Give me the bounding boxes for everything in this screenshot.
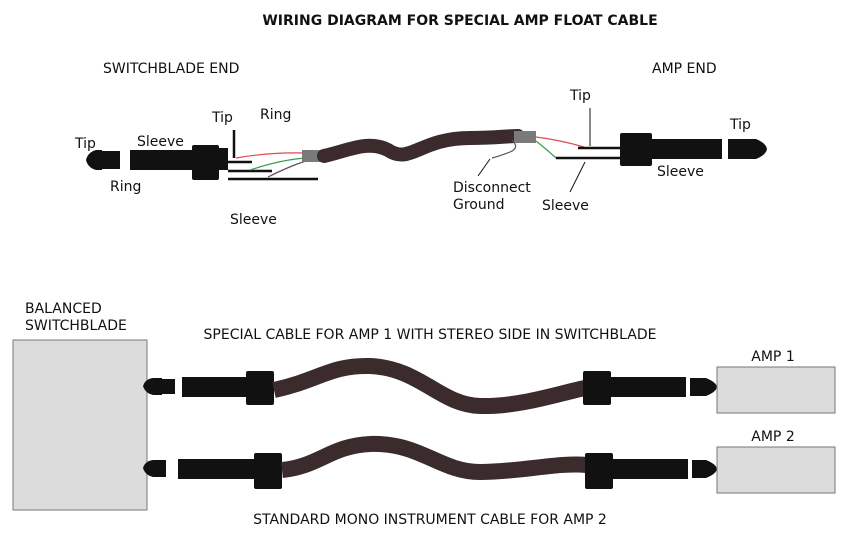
cable1-left-ring bbox=[162, 379, 175, 394]
cable1-right-tip bbox=[690, 378, 717, 396]
right-red-wire bbox=[535, 136, 585, 148]
right-wire-tip-label: Tip bbox=[569, 88, 591, 104]
diagram-title: WIRING DIAGRAM FOR SPECIAL AMP FLOAT CAB… bbox=[262, 13, 657, 29]
left-plug-solder-block bbox=[219, 148, 228, 170]
left-plug-tip-label: Tip bbox=[74, 136, 96, 152]
cable2-right-collar bbox=[585, 453, 613, 489]
left-red-wire bbox=[235, 152, 306, 159]
disconnect-ground-label-line1: Disconnect bbox=[453, 180, 531, 196]
amp-end-heading: AMP END bbox=[652, 61, 717, 77]
right-plug-tip-label: Tip bbox=[729, 117, 751, 133]
left-plug-ring-label: Ring bbox=[110, 179, 141, 195]
disconnect-leader-line bbox=[477, 158, 491, 177]
cable2-left-tip bbox=[143, 460, 166, 477]
right-plug-sleeve bbox=[652, 139, 722, 159]
cable2-right-sleeve bbox=[613, 459, 688, 479]
left-plug-sleeve-label: Sleeve bbox=[137, 134, 184, 150]
balanced-switchblade-box bbox=[12, 339, 148, 511]
amp1-label: AMP 1 bbox=[751, 349, 794, 365]
middle-cable bbox=[317, 129, 525, 163]
cable1-body bbox=[272, 357, 587, 415]
left-green-wire bbox=[249, 157, 306, 171]
right-sleeve-leader bbox=[569, 161, 586, 193]
cable2-right-tip bbox=[692, 460, 717, 478]
left-wire-sleeve-label: Sleeve bbox=[230, 212, 277, 228]
cable-amp1 bbox=[143, 357, 717, 415]
cable2-left-sleeve bbox=[178, 459, 254, 479]
cable2-caption: STANDARD MONO INSTRUMENT CABLE FOR AMP 2 bbox=[253, 512, 607, 528]
cable1-caption: SPECIAL CABLE FOR AMP 1 WITH STEREO SIDE… bbox=[204, 327, 657, 343]
right-mono-plug bbox=[620, 133, 767, 166]
right-plug-collar bbox=[620, 133, 652, 166]
cable-amp2 bbox=[143, 435, 717, 489]
switchblade-label-line2: SWITCHBLADE bbox=[25, 318, 127, 334]
cable1-left-tip bbox=[143, 378, 162, 395]
left-plug-sleeve bbox=[130, 150, 192, 170]
cable1-right-collar bbox=[583, 371, 611, 405]
amp1-box bbox=[716, 366, 836, 414]
right-plug-tip bbox=[728, 139, 767, 159]
right-plug-sleeve-label: Sleeve bbox=[657, 164, 704, 180]
cable1-left-sleeve bbox=[182, 377, 246, 397]
cable1-right-sleeve bbox=[611, 377, 686, 397]
cable2-body bbox=[280, 435, 588, 481]
switchblade-end-heading: SWITCHBLADE END bbox=[103, 61, 239, 77]
left-wire-tip-label: Tip bbox=[211, 110, 233, 126]
left-plug-collar bbox=[192, 145, 219, 180]
cable2-left-collar bbox=[254, 453, 282, 489]
left-wire-ring-label: Ring bbox=[260, 107, 291, 123]
switchblade-label-line1: BALANCED bbox=[25, 301, 102, 317]
left-trs-plug bbox=[86, 145, 228, 180]
disconnected-ground-wire bbox=[491, 139, 517, 159]
right-wire-sleeve-label: Sleeve bbox=[542, 198, 589, 214]
amp2-label: AMP 2 bbox=[751, 429, 794, 445]
right-green-wire bbox=[535, 140, 557, 159]
left-plug-tip bbox=[86, 150, 102, 170]
right-heat-shrink bbox=[514, 131, 536, 143]
cable1-left-collar bbox=[246, 371, 274, 405]
left-plug-ring bbox=[102, 151, 120, 169]
disconnect-ground-label-line2: Ground bbox=[453, 197, 505, 213]
amp2-box bbox=[716, 446, 836, 494]
